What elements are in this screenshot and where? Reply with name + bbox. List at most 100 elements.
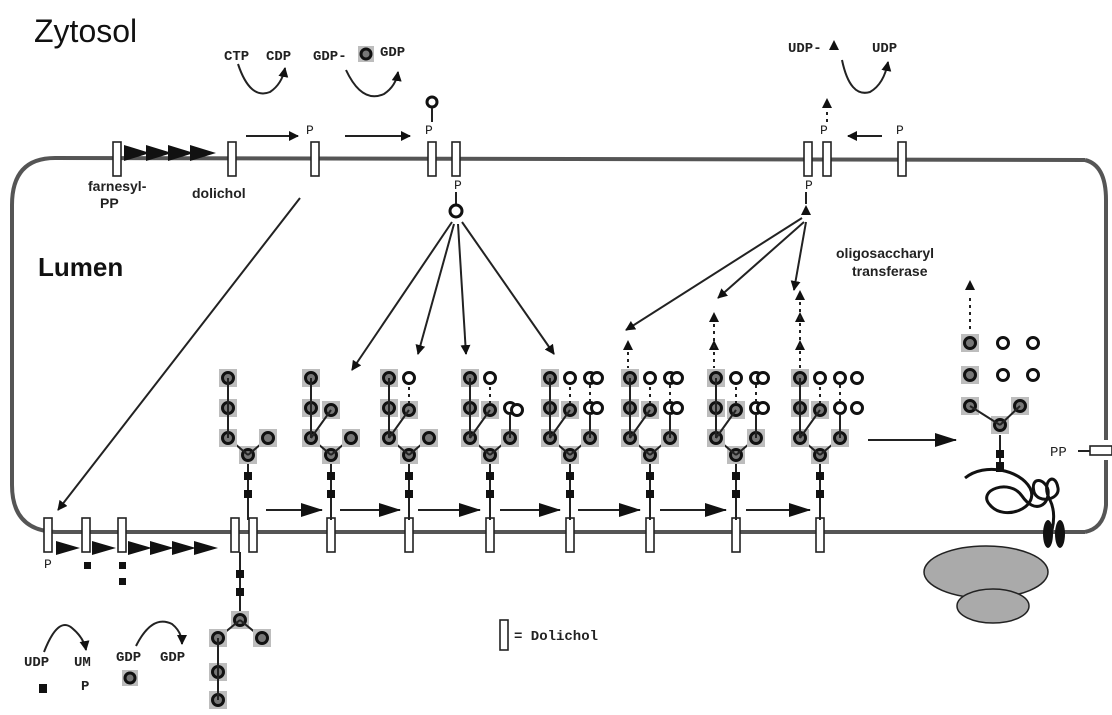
er-membrane-right-lower: [1085, 460, 1106, 532]
dolichol-marker: [898, 142, 906, 176]
phosphate-label: P: [44, 557, 52, 572]
glucose-residue: [731, 373, 742, 384]
gdp-bottom-1: GDP: [116, 650, 141, 666]
dolichol-marker: [1090, 446, 1112, 455]
glycan-tree: [621, 369, 679, 520]
dolichol-marker: [732, 518, 740, 552]
glucose-residue: [998, 370, 1009, 381]
glcnac-residue: [566, 472, 574, 480]
glucose-residue: [1028, 338, 1039, 349]
dolichol-marker: [486, 518, 494, 552]
glucose-residue: [512, 405, 523, 416]
glcnac-residue: [236, 570, 244, 578]
glucose-residue: [645, 373, 656, 384]
farnesyl-pp-label-2: PP: [100, 195, 119, 211]
dolichol-marker: [311, 142, 319, 176]
pp-label: PP: [1050, 445, 1067, 461]
er-membrane-right: [1085, 160, 1106, 440]
glcnac-residue: [816, 490, 824, 498]
glcnac-residue: [405, 490, 413, 498]
glycan-tree: [219, 369, 277, 520]
glcnac-residue: [486, 472, 494, 480]
dolichol-marker: [44, 518, 52, 552]
glucose-residue: [835, 403, 846, 414]
glucose-residue: [815, 373, 826, 384]
mannose-residue: [450, 205, 462, 217]
dolichol-marker: [249, 518, 257, 552]
ribosome: [924, 546, 1048, 623]
glucose-residue: [1028, 370, 1039, 381]
glycan-tree: [302, 369, 360, 520]
glucose-residue: [592, 403, 603, 414]
lumen-label: Lumen: [38, 252, 123, 282]
glucose-residue: [998, 338, 1009, 349]
udp-glc-label: UDP-: [788, 41, 822, 57]
glucose-triangle: [795, 290, 805, 300]
glcnac-residue: [236, 588, 244, 596]
glucose-triangle: [623, 340, 633, 350]
dolichol-marker: [82, 518, 90, 552]
dolichol-marker: [816, 518, 824, 552]
cytosolic-core-glycan: [209, 552, 271, 709]
dolichol-legend-text: = Dolichol: [514, 629, 598, 645]
gdp-label: GDP: [380, 45, 405, 61]
glucose-residue: [852, 403, 863, 414]
um-label: UM: [74, 655, 91, 671]
udp-bottom-label: UDP: [24, 655, 49, 671]
phosphate-label: P: [805, 178, 813, 193]
glucose-residue: [758, 373, 769, 384]
dolichol-marker: [327, 518, 335, 552]
dolichol-marker: [823, 142, 831, 176]
glcnac-residue: [244, 472, 252, 480]
mannose-residue: [965, 338, 976, 349]
dolichol-marker: [405, 518, 413, 552]
mannose-residue: [361, 49, 371, 59]
dolichol-marker: [118, 518, 126, 552]
dolichol-marker: [113, 142, 121, 176]
glcnac-residue: [566, 490, 574, 498]
glcnac-residue: [405, 472, 413, 480]
phosphate-label: P: [425, 123, 433, 138]
mannose-residue: [263, 433, 274, 444]
dolichol-marker: [646, 518, 654, 552]
mannose-residue: [965, 370, 976, 381]
cdp-label: CDP: [266, 49, 291, 65]
cytosol-label: Zytosol: [34, 13, 137, 49]
phosphate-label: P: [896, 123, 904, 138]
glcnac-residue: [646, 490, 654, 498]
glcnac-residue: [646, 472, 654, 480]
glucose-residue: [592, 373, 603, 384]
glcnac-residue: [327, 472, 335, 480]
dolichol-legend: = Dolichol: [500, 620, 598, 650]
glcnac-residue: [816, 472, 824, 480]
glcnac-residue: [732, 490, 740, 498]
glucose-residue: [852, 373, 863, 384]
mannose-residue: [257, 633, 268, 644]
glucose-residue: [404, 373, 415, 384]
ctp-label: CTP: [224, 49, 249, 65]
glucose-residue: [565, 373, 576, 384]
glcnac-residue: [486, 490, 494, 498]
dolichol-marker: [231, 518, 239, 552]
glucose-triangle: [709, 312, 719, 322]
glucose-residue: [485, 373, 496, 384]
dolichol-legend-icon: [500, 620, 508, 650]
glycan-tree: [707, 369, 765, 520]
dolichol-marker: [566, 518, 574, 552]
farnesyl-pp-label: farnesyl-: [88, 178, 147, 194]
um-p-label: P: [81, 679, 89, 695]
glucose-residue: [672, 403, 683, 414]
glycan-tree: [791, 369, 849, 520]
glycan-tree: [541, 369, 599, 520]
glcnac-residue: [732, 472, 740, 480]
glcnac-residue: [244, 490, 252, 498]
mannose-residue: [424, 433, 435, 444]
mannose-residue: [427, 97, 437, 107]
elongation-arrows-bottom: [56, 541, 218, 555]
glucose-residue: [758, 403, 769, 414]
dolichol-label: dolichol: [192, 185, 246, 201]
mannose-residue: [346, 433, 357, 444]
glcnac-residue: [327, 490, 335, 498]
